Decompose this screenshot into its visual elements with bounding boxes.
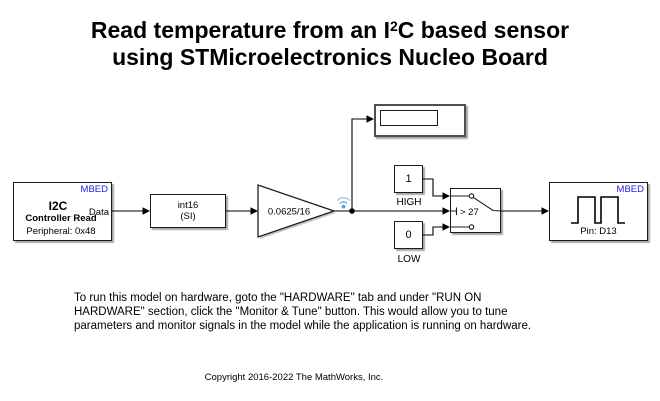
wire-branch-to-display[interactable] bbox=[351, 115, 374, 211]
wire-switch-to-digital-write[interactable] bbox=[501, 207, 549, 215]
model-title-line1: Read temperature from an I2C based senso… bbox=[0, 13, 660, 44]
constant-high-label: HIGH bbox=[396, 197, 422, 208]
model-title-line2: using STMicroelectronics Nucleo Board bbox=[112, 44, 548, 70]
data-type-conversion-block[interactable]: int16 (SI) bbox=[150, 194, 226, 228]
constant-low-label: LOW bbox=[397, 254, 421, 265]
conversion-type-label: int16 bbox=[177, 199, 199, 211]
conversion-mode-label: (SI) bbox=[180, 211, 196, 222]
annotation-line: HARDWARE" section, click the "Monitor & … bbox=[74, 306, 508, 318]
copyright-notice: Copyright 2016-2022 The MathWorks, Inc. bbox=[204, 372, 384, 383]
gain-block[interactable]: 0.0625/16 bbox=[257, 184, 337, 239]
constant-low-value: 0 bbox=[405, 229, 412, 241]
digital-write-pin-label: Pin: D13 bbox=[580, 226, 617, 237]
i2c-data-output-port-label: Data bbox=[88, 207, 109, 218]
branch-point bbox=[349, 208, 355, 214]
wire-i2c-to-conversion[interactable] bbox=[112, 207, 150, 215]
title-line1-post: C based sensor bbox=[397, 17, 570, 43]
mbed-tag: MBED bbox=[80, 184, 108, 195]
signal-logging-badge-icon bbox=[336, 196, 351, 209]
title-superscript-2: 2 bbox=[390, 18, 398, 34]
constant-high-value: 1 bbox=[405, 173, 412, 185]
switch-block[interactable] bbox=[450, 188, 501, 233]
annotation-line: parameters and monitor signals in the mo… bbox=[74, 320, 532, 332]
constant-low-block[interactable]: 0 bbox=[394, 221, 423, 249]
wire-gain-to-switch[interactable] bbox=[334, 207, 450, 215]
annotation-line: To run this model on hardware, goto the … bbox=[74, 292, 482, 304]
gain-value: 0.0625/16 bbox=[268, 207, 310, 218]
pulse-wave-icon bbox=[571, 196, 625, 224]
mbed-tag: MBED bbox=[616, 184, 644, 195]
digital-write-block[interactable]: MBED Pin: D13 bbox=[549, 182, 648, 241]
model-title: Read temperature from an I2C based senso… bbox=[0, 13, 660, 71]
hardware-instructions-annotation: To run this model on hardware, goto the … bbox=[74, 291, 531, 333]
i2c-block-name: I2C bbox=[48, 199, 68, 213]
display-readout bbox=[380, 110, 438, 126]
display-block[interactable] bbox=[374, 104, 466, 137]
i2c-block-subname: Controller Read bbox=[25, 213, 97, 224]
i2c-controller-read-block[interactable]: MBED I2C Data Controller Read Peripheral… bbox=[13, 182, 112, 241]
title-line1-pre: Read temperature from an I bbox=[90, 17, 390, 43]
wire-conversion-to-gain[interactable] bbox=[226, 207, 258, 215]
constant-high-block[interactable]: 1 bbox=[394, 165, 423, 193]
wire-constant-low-to-switch[interactable] bbox=[423, 223, 450, 236]
i2c-peripheral-address: Peripheral: 0x48 bbox=[26, 226, 96, 237]
